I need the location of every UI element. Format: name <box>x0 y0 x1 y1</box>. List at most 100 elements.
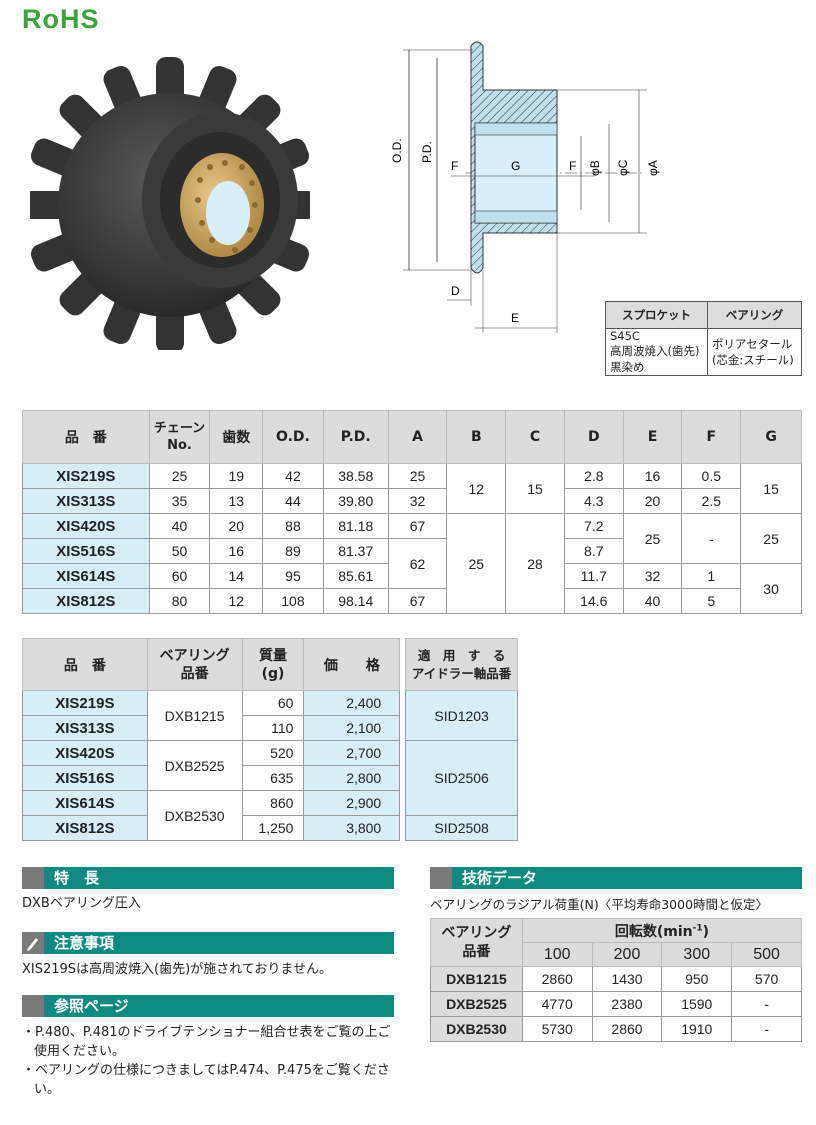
f-cell: 2.5 <box>681 488 742 514</box>
teeth-cell: 12 <box>209 588 264 614</box>
pencil-icon <box>22 932 44 954</box>
b-cell: 12 <box>446 463 507 514</box>
f-cell: 1 <box>681 563 742 589</box>
reference-list: ・P.480、P.481のドライブテンショナー組合せ表をご覧の上ご使用ください。… <box>22 1023 394 1099</box>
header-rpm: 回転数(min-1) <box>521 918 803 943</box>
price-cell: 2,400 <box>303 690 401 716</box>
table-row: DXB2525 4770 2380 1590 - <box>430 991 802 1017</box>
header-d: D <box>563 410 624 464</box>
load-cell: - <box>731 1016 802 1042</box>
caution-text: XIS219Sは高周波焼入(歯先)が施されておりません。 <box>22 962 333 977</box>
table-row: XIS420S 40 20 88 81.18 67 25 28 7.2 25 -… <box>22 513 802 614</box>
chain-cell: 35 <box>148 488 211 514</box>
header-idler-top: 適 用 す る <box>417 647 506 663</box>
header-rpm-text: 回転数(min <box>614 923 693 940</box>
header-od: O.D. <box>262 410 324 464</box>
bearing-cell: DXB2530 <box>146 790 243 841</box>
od-label: O.D. <box>390 138 404 163</box>
reference-title: 参照ページ <box>54 997 129 1015</box>
reference-heading: 参照ページ <box>22 995 394 1017</box>
header-mass-bottom: (g) <box>261 665 285 682</box>
bearing-number: DXB1215 <box>430 966 523 992</box>
bearing-cell: DXB1215 <box>146 690 243 741</box>
load-cell: 2860 <box>591 1016 663 1042</box>
a-cell: 67 <box>387 588 448 614</box>
od-cell: 44 <box>262 488 324 514</box>
material-line: 高周波焼入(歯先) <box>610 344 700 358</box>
sprocket-product-image <box>30 57 310 350</box>
chain-cell: 25 <box>148 463 211 489</box>
b-cell: 25 <box>446 513 507 614</box>
material-line: S45C <box>610 329 640 343</box>
material-header-sprocket: スプロケット <box>605 301 708 329</box>
part-number: XIS219S <box>22 690 148 716</box>
part-number: XIS219S <box>22 463 150 489</box>
caution-title: 注意事項 <box>54 934 115 952</box>
heading-square-icon <box>430 867 452 889</box>
mass-cell: 1,250 <box>241 815 305 841</box>
mass-cell: 860 <box>241 790 305 816</box>
header-chain-top: チェーン <box>153 421 206 436</box>
a-cell: 62 <box>387 538 448 589</box>
price-cell: 3,800 <box>303 815 401 841</box>
reference-item: ・ベアリングの仕様につきましてはP.474、P.475をご覧ください。 <box>22 1063 390 1097</box>
material-table: スプロケット ベアリング S45C 高周波焼入(歯先) 黒染め ポリアセタール … <box>605 301 803 376</box>
e-cell: 20 <box>622 488 683 514</box>
table-row: XIS420S DXB2525 520 2,700 SID2506 <box>22 740 518 816</box>
pd-cell: 81.18 <box>322 513 389 539</box>
teeth-cell: 14 <box>209 563 264 589</box>
load-cell: 1590 <box>661 991 733 1017</box>
header-g: G <box>740 410 802 464</box>
load-cell: - <box>731 991 802 1017</box>
rpm-500: 500 <box>731 942 802 967</box>
header-pd: P.D. <box>322 410 389 464</box>
price-cell: 2,100 <box>303 715 401 741</box>
table-row: XIS812S 1,250 3,800 SID2508 <box>22 815 518 841</box>
header-b: B <box>446 410 507 464</box>
pd-cell: 85.61 <box>322 563 389 589</box>
table-row: XIS812S 80 12 108 98.14 67 14.6 40 5 <box>22 588 802 614</box>
heading-square-icon <box>22 995 44 1017</box>
f-cell: 5 <box>681 588 742 614</box>
teeth-cell: 19 <box>209 463 264 489</box>
g-cell: 15 <box>740 463 802 514</box>
pd-cell: 98.14 <box>322 588 389 614</box>
d-cell: 8.7 <box>563 538 624 564</box>
material-line: (芯金:スチール) <box>711 353 794 367</box>
part-number: XIS614S <box>22 790 148 816</box>
header-e: E <box>622 410 683 464</box>
load-cell: 950 <box>661 966 733 992</box>
header-mass: 質量(g) <box>241 638 305 691</box>
chain-cell: 50 <box>148 538 211 564</box>
mass-cell: 520 <box>241 740 305 766</box>
header-bearing-top: ベアリング <box>441 924 512 941</box>
header-idler-bottom: アイドラー軸品番 <box>411 665 512 681</box>
header-rpm-sup: -1 <box>692 922 703 933</box>
table-row: XIS219S 25 19 42 38.58 25 12 15 2.8 16 0… <box>22 463 802 514</box>
load-cell: 2380 <box>591 991 663 1017</box>
features-heading: 特 長 <box>22 867 394 889</box>
od-cell: 89 <box>262 538 324 564</box>
pd-cell: 39.80 <box>322 488 389 514</box>
header-rpm-close: ) <box>702 923 709 940</box>
part-number: XIS812S <box>22 588 150 614</box>
table-row: XIS313S 110 2,100 <box>22 715 518 741</box>
chain-cell: 40 <box>148 513 211 539</box>
material-bearing-cell: ポリアセタール (芯金:スチール) <box>706 328 803 376</box>
material-line: 黒染め <box>610 360 645 374</box>
header-teeth: 歯数 <box>209 410 264 464</box>
bearing-number: DXB2530 <box>430 1016 523 1042</box>
reference-item: ・P.480、P.481のドライブテンショナー組合せ表をご覧の上ご使用ください。 <box>22 1025 391 1059</box>
price-cell: 2,800 <box>303 765 401 791</box>
price-cell: 2,700 <box>303 740 401 766</box>
part-number: XIS516S <box>22 538 150 564</box>
material-line: ポリアセタール <box>711 337 793 351</box>
caution-heading: 注意事項 <box>22 932 394 954</box>
part-number: XIS614S <box>22 563 150 589</box>
table-row: DXB2530 5730 2860 1910 - <box>430 1016 802 1042</box>
phi-c-label: φC <box>616 159 630 176</box>
pd-cell: 81.37 <box>322 538 389 564</box>
header-price: 価 格 <box>303 638 401 691</box>
part-number: XIS812S <box>22 815 148 841</box>
chain-cell: 80 <box>148 588 211 614</box>
